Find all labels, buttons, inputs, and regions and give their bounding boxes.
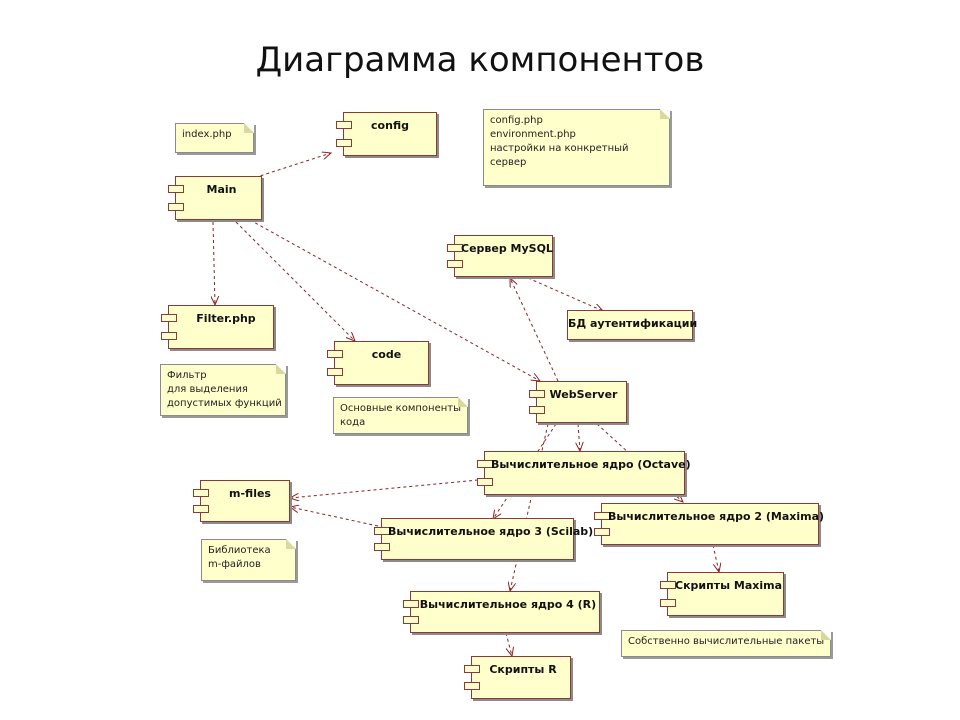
component-maxima: Вычислительное ядро 2 (Maxima): [594, 503, 825, 545]
component-scripts-maxima: Скрипты Maxima: [660, 572, 784, 616]
edge-rcore-scripts: [505, 632, 512, 656]
note-line: Основные компоненты: [340, 403, 461, 414]
note-line: config.php: [490, 115, 543, 126]
component-label: code: [371, 348, 402, 361]
component-label: БД аутентификации: [568, 317, 698, 330]
component-label: Скрипты R: [489, 663, 557, 676]
component-label: Вычислительное ядро 2 (Maxima): [608, 510, 825, 523]
component-label: Вычислительное ядро (Octave): [491, 458, 691, 471]
component-label: Вычислительное ядро 3 (Scilab): [388, 525, 594, 538]
edge-main-config: [231, 153, 331, 186]
component-label: Сервер MySQL: [461, 242, 553, 255]
note-m-files: Библиотека m-файлов: [201, 539, 296, 581]
edge-main-filter: [213, 221, 215, 305]
note-line: Библиотека: [208, 545, 271, 556]
edge-main-webserver: [249, 219, 540, 381]
component-filter: Filter.php: [161, 305, 274, 349]
component-m-files: m-files: [193, 480, 290, 522]
note-line: m-файлов: [208, 559, 261, 570]
note-filter: Фильтр для выделения допустимых функций: [160, 364, 286, 416]
component-label: Main: [206, 183, 237, 196]
component-label: WebServer: [549, 388, 618, 401]
component-label: config: [371, 119, 409, 132]
diagram-title: Диаграмма компонентов: [255, 40, 705, 80]
note-line: сервер: [490, 157, 527, 168]
note-line: index.php: [182, 129, 232, 140]
edge-mysql-authdb: [527, 277, 603, 311]
note-line: кода: [340, 417, 366, 428]
component-main: Main: [168, 176, 262, 220]
component-scripts-r: Скрипты R: [464, 656, 571, 699]
edge-scilab-mfiles: [290, 507, 379, 527]
component-label: m-files: [229, 487, 271, 500]
component-label: Вычислительное ядро 4 (R): [419, 598, 597, 611]
component-mysql: Сервер MySQL: [447, 235, 553, 277]
note-index: index.php: [175, 123, 254, 153]
component-webserver: WebServer: [529, 381, 627, 423]
note-packages: Собственно вычислительные пакеты: [621, 630, 831, 657]
edge-maxima-scripts: [712, 544, 719, 572]
note-line: environment.php: [490, 129, 576, 140]
note-config: config.php environment.php настройки на …: [483, 109, 670, 186]
component-scilab: Вычислительное ядро 3 (Scilab): [374, 518, 594, 560]
component-r-core: Вычислительное ядро 4 (R): [403, 591, 600, 633]
component-label: Filter.php: [196, 312, 256, 325]
component-label: Скрипты Maxima: [675, 579, 782, 592]
note-line: допустимых функций: [167, 398, 282, 409]
note-line: Фильтр: [167, 370, 207, 381]
edge-webserver-mysql: [510, 278, 559, 382]
component-auth-db: БД аутентификации: [567, 310, 698, 340]
edge-main-code: [235, 221, 355, 341]
component-config: config: [336, 112, 437, 156]
edge-octave-mfiles: [290, 479, 479, 498]
edge-webserver-rcore: [510, 423, 549, 591]
note-line: Собственно вычислительные пакеты: [628, 636, 825, 647]
component-octave: Вычислительное ядро (Octave): [477, 451, 691, 495]
note-code: Основные компоненты кода: [333, 397, 468, 434]
component-code: code: [327, 341, 429, 385]
edge-webserver-octave: [578, 423, 580, 451]
note-line: для выделения: [167, 384, 248, 395]
note-line: настройки на конкретный: [490, 143, 629, 154]
